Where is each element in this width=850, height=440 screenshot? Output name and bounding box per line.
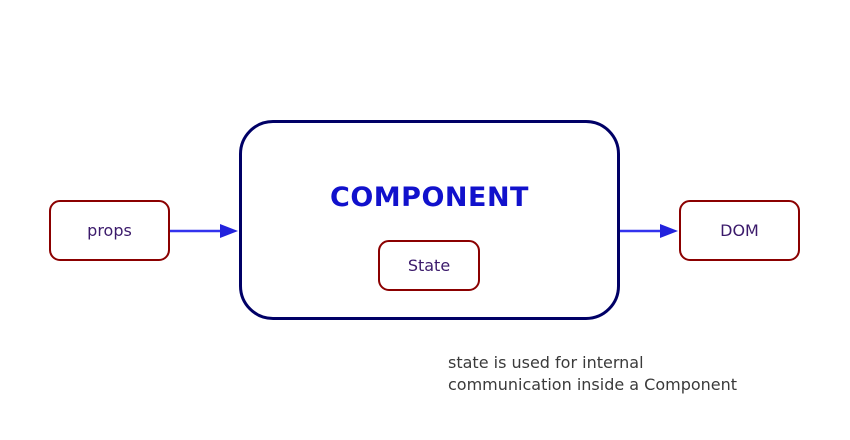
caption-text: state is used for internal communication…	[448, 353, 738, 394]
node-state: State	[378, 240, 480, 291]
node-dom-label: DOM	[720, 221, 759, 240]
arrow-component-to-dom-icon	[620, 224, 678, 238]
node-dom: DOM	[679, 200, 800, 261]
node-state-label: State	[407, 256, 451, 275]
component-title-label: COMPONENT	[330, 182, 529, 213]
node-props: props	[49, 200, 170, 261]
node-props-label: props	[87, 221, 132, 240]
arrow-props-to-component-icon	[170, 224, 238, 238]
